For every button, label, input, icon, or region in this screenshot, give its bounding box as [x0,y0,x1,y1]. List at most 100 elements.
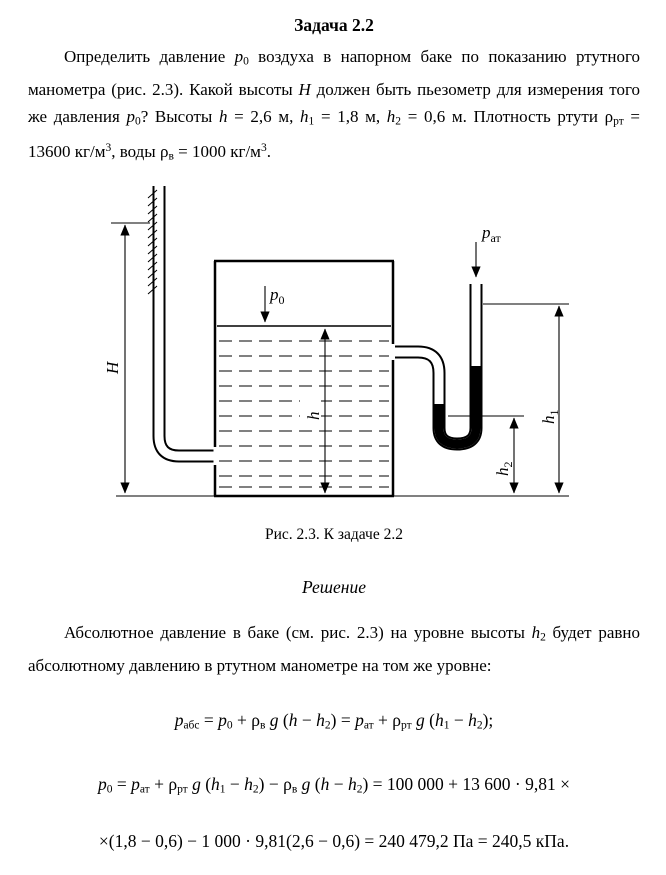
equation-2-line-2: ×(1,8 − 0,6) − 1 000 · 9,81(2,6 − 0,6) =… [28,828,640,855]
text-segment: + ρ [373,709,402,730]
text-segment: h [316,709,325,730]
text-segment: рт [613,115,624,128]
solution-heading: Решение [301,577,366,598]
text-segment: , воды ρ [111,141,169,161]
text-segment: ( [205,774,212,795]
text-segment: − [297,709,317,730]
text-segment: 2 [395,115,402,128]
text-segment: ) = 100 000 + 13 600 · 9,81 × [362,774,570,795]
figure-caption: Рис. 2.3. К задаче 2.2 [265,526,403,544]
text-segment: 0 [243,55,249,68]
h-label-halo [300,397,321,424]
text-segment: + ρ [232,709,260,730]
text-segment: ( [282,709,289,730]
pat-label: pат [481,223,502,245]
text-segment: h [288,709,298,730]
text-segment: 1 [443,719,450,732]
text-segment: g [187,774,206,795]
tank-outline [213,260,395,498]
equation-2-line-1: p0 = pат + ρрт g (h1 − h2) − ρв g (h − h… [28,771,640,804]
text-segment: = 1000 кг/м [173,141,261,161]
text-segment: в [291,783,298,796]
text-segment: абс [183,719,200,732]
text-segment: h [531,623,541,643]
text-segment: h [468,709,477,730]
text-segment: 2 [476,719,483,732]
dimension-lines [111,222,569,497]
h-label: h [304,412,323,421]
equation-1: pабс = p0 + ρв g (h − h2) = pат + ρрт g … [28,707,640,740]
text-segment: h [386,106,396,126]
text-segment: p [131,774,140,795]
text-segment: h [211,774,220,795]
text-segment: ) − ρ [258,774,292,795]
text-segment: − [449,709,469,730]
text-segment: должен быть пьезометр для измерения того… [28,79,640,126]
text-segment: будет равно абсолютному давлению в ртутн… [28,623,640,675]
text-segment: p [218,709,227,730]
text-segment: = 13600 кг/м [28,106,640,161]
text-segment: h [347,774,357,795]
text-segment: p [234,47,244,66]
scheme-figure: p0 pат H h h1 h2 [103,186,569,498]
text-segment: 1 [308,115,315,128]
text-segment: воздуха в напорном баке по показанию рту… [28,47,640,99]
text-segment: − [329,774,348,795]
text-segment: h [244,774,253,795]
text-segment: h [434,709,444,730]
text-segment: = 0,6 м. Плотность ртути ρ [401,106,614,126]
page-title: Задача 2.2 [294,15,374,35]
text-segment: p [355,709,364,730]
text-segment: 2 [540,631,546,644]
text-segment: в [168,150,174,163]
solution-text: Абсолютное давление в баке (см. рис. 2.3… [28,619,640,679]
H-label: H [103,360,122,375]
text-segment: в [259,719,266,732]
text-segment: g [297,774,315,795]
text-segment: ×(1,8 − 0,6) − 1 000 · 9,81(2,6 − 0,6) =… [98,830,570,851]
text-segment: g [411,709,430,730]
text-segment: Определить давление [64,47,235,66]
water-dashes [219,340,389,488]
text-segment: 3 [105,142,112,155]
text-segment: p [98,774,107,795]
text-segment: g [265,709,283,730]
text-segment: Абсолютное давление в баке (см. рис. 2.3… [64,623,532,643]
text-segment: ( [429,709,435,730]
text-segment: рт [177,783,188,796]
text-segment: p [126,106,135,126]
text-segment: h [300,106,309,126]
text-segment: h [219,106,228,126]
text-segment: ) = [330,709,356,730]
text-segment: H [298,79,311,99]
text-segment: ат [139,783,150,796]
text-segment: 1 [219,783,226,796]
problem-statement: Определить давление p0 воздуха в напорно… [28,43,640,170]
text-segment: рт [401,719,412,732]
text-segment: = 1,8 м, [314,106,387,126]
text-segment: 0 [134,115,141,128]
text-segment: 2 [252,783,259,796]
h1-label: h1 [539,410,561,425]
text-segment: . [266,141,271,161]
p0-label: p0 [269,285,285,307]
manometer-tube [388,284,483,451]
text-segment: ат [363,719,374,732]
text-segment: = [199,709,219,730]
text-segment: p [174,709,184,730]
figure: p0 pат H h h1 h2 [98,176,640,519]
text-segment: 2 [324,719,331,732]
text-segment: 0 [106,783,113,796]
text-segment: = [112,774,132,795]
h2-label: h2 [493,462,515,477]
text-segment: 0 [226,719,233,732]
text-segment: − [225,774,245,795]
text-segment: + ρ [149,774,178,795]
mercury-column [434,366,481,449]
text-segment: h [320,774,330,795]
text-segment: 3 [260,142,267,155]
text-segment: ( [314,774,321,795]
text-segment: 2 [356,783,363,796]
piezometer-tube [152,186,220,463]
